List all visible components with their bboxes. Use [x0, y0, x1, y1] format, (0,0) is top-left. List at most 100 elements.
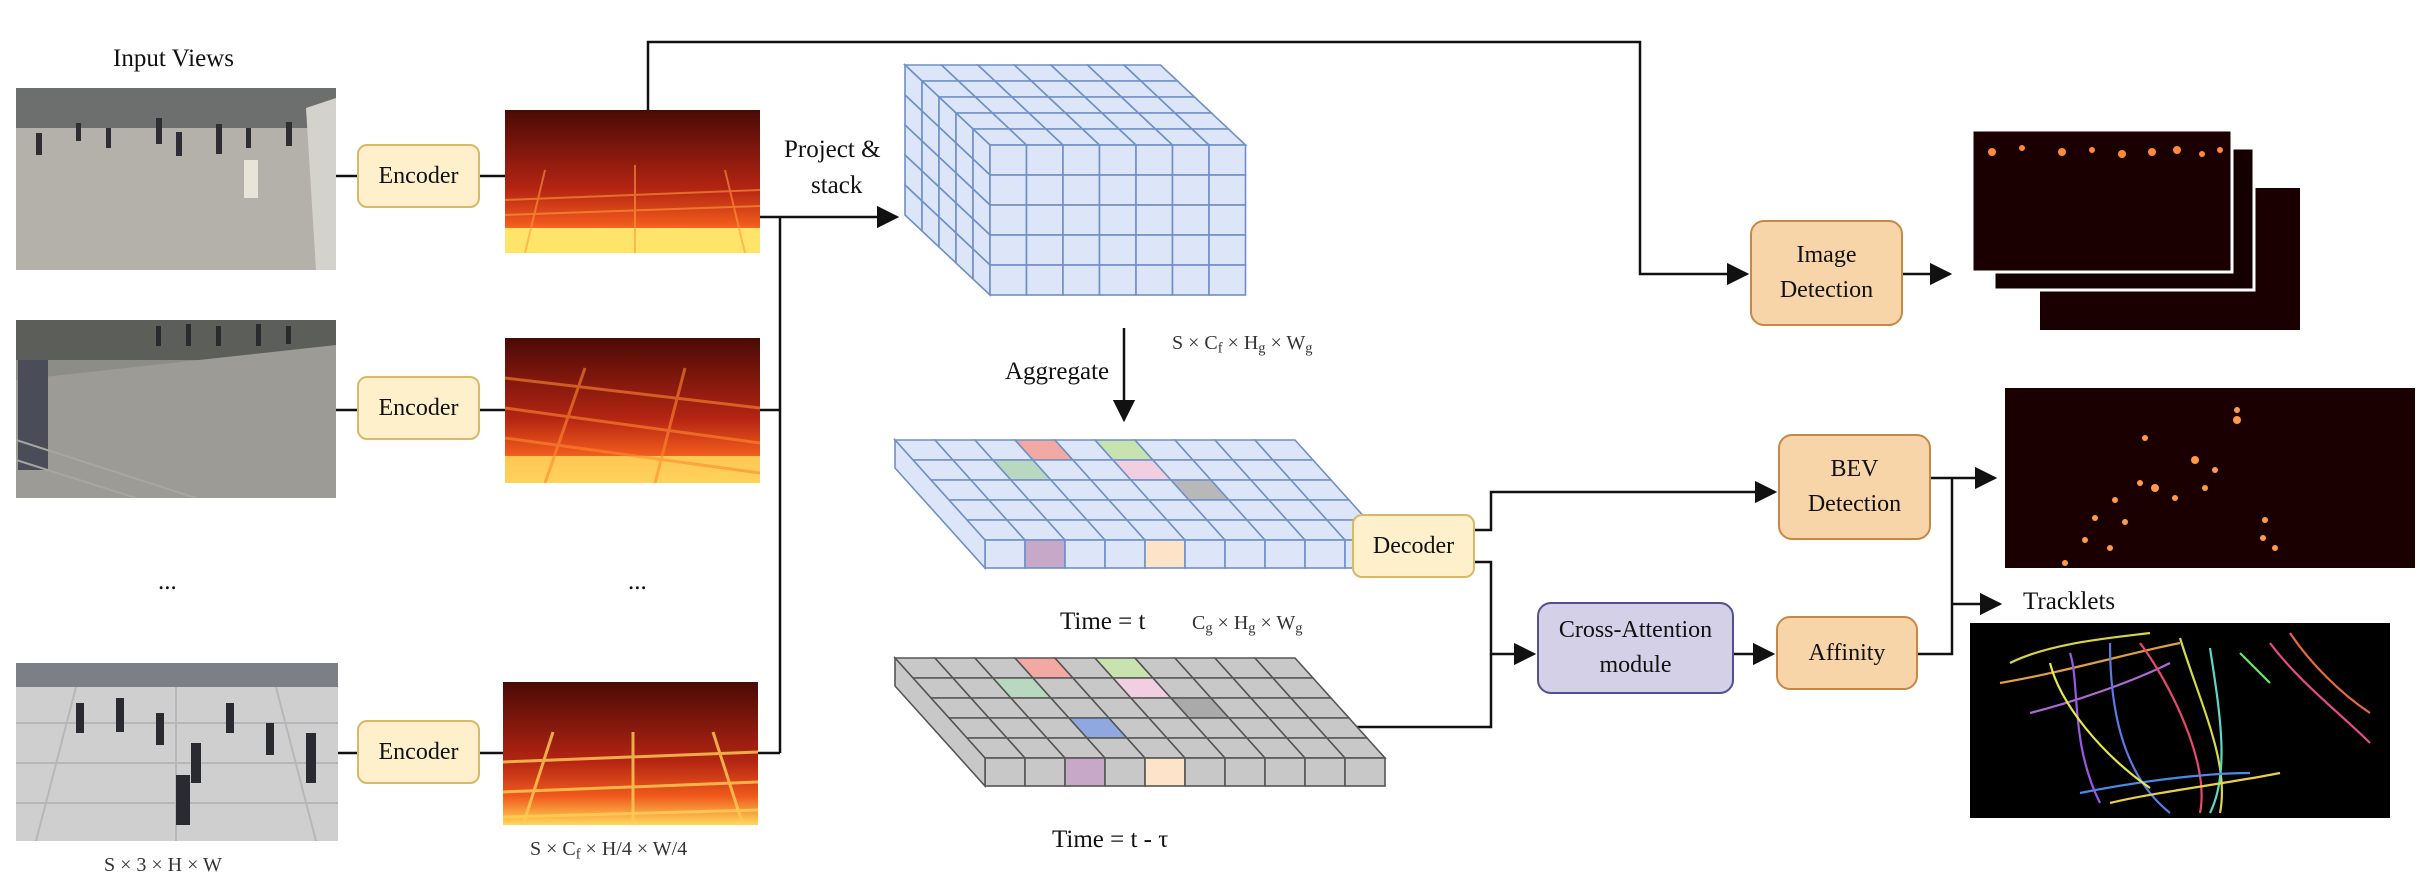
- image-detection-line-1: Image: [1796, 242, 1857, 269]
- grid-stack-dim-label: S × Cf × Hg × Wg: [1172, 332, 1313, 357]
- grid-stack-front-cell: [1098, 204, 1137, 236]
- grid-stack-front-cell: [989, 144, 1028, 176]
- bev-detection-heatmap: [2005, 388, 2415, 568]
- grid-stack-front-cell: [1025, 174, 1064, 206]
- grid-stack-front-cell: [1098, 264, 1137, 296]
- encoder-label-2: Encoder: [378, 394, 459, 421]
- image-detection-heatmaps: [1972, 130, 2300, 330]
- grid-stack-front-cell: [1135, 234, 1174, 266]
- feature-map-3: [503, 682, 758, 825]
- grid-stack-front-cell: [1098, 144, 1137, 176]
- affinity-label: Affinity: [1808, 639, 1886, 666]
- grid-stack-front-cell: [1098, 174, 1137, 206]
- bev-tau-front-cell: [1264, 757, 1306, 787]
- grid-stack-front-cell: [1062, 204, 1101, 236]
- bev-tau-front-cell: [1184, 757, 1226, 787]
- cross-attention-line-2: module: [1599, 652, 1672, 678]
- grid-stack-front-cell: [1208, 144, 1247, 176]
- feature-map-1: [505, 110, 760, 253]
- input-view-photo-2: [16, 320, 336, 498]
- grid-stack-front-cell: [1135, 144, 1174, 176]
- features-dim-label: S × Cf × H/4 × W/4: [530, 838, 688, 863]
- bev-grid-time-t-tau: [893, 655, 1387, 789]
- affinity-box: Affinity: [1776, 616, 1918, 690]
- bev-tau-front-cell: [984, 757, 1026, 787]
- bev-tau-front-cell: [1104, 757, 1146, 787]
- project-stack-label-2: stack: [811, 172, 863, 199]
- input-view-photo-3: [16, 663, 338, 841]
- image-detection-line-2: Detection: [1779, 277, 1874, 303]
- grid-stack-front-cell: [1062, 144, 1101, 176]
- grid-stack-front-cell: [1135, 204, 1174, 236]
- grid-stack-front-cell: [989, 264, 1028, 296]
- grid-stack-front-cell: [1098, 234, 1137, 266]
- bev-t-side: [894, 437, 986, 571]
- decoder-box: Decoder: [1352, 514, 1475, 578]
- grid-stack-front-cell: [1062, 174, 1101, 206]
- input-view-photo-1: [16, 88, 336, 270]
- grid-stack-front-cell: [1208, 234, 1247, 266]
- bev-dim-label: Cg × Hg × Wg: [1192, 612, 1303, 637]
- bev-t-front-cell: [1264, 539, 1306, 569]
- bev-t-front-cell: [1304, 539, 1346, 569]
- bev-tau-front-cell: [1224, 757, 1266, 787]
- encoder-box-3: Encoder: [357, 720, 480, 784]
- encoder-label-3: Encoder: [378, 738, 459, 765]
- bev-tau-front-cell: [1144, 757, 1186, 787]
- encoder-box-1: Encoder: [357, 144, 480, 208]
- bev-t-front-cell: [1024, 539, 1066, 569]
- grid-stack-3d: [902, 63, 1248, 297]
- grid-stack-front-cell: [1135, 264, 1174, 296]
- input-views-label: Input Views: [113, 45, 234, 72]
- bev-tau-front-cell: [1344, 757, 1386, 787]
- grid-stack-front-cell: [1171, 204, 1210, 236]
- bev-t-front-cell: [1224, 539, 1266, 569]
- grid-stack-front-cell: [989, 174, 1028, 206]
- grid-stack-front-cell: [1025, 204, 1064, 236]
- decoder-label: Decoder: [1372, 532, 1455, 559]
- encoder-box-2: Encoder: [357, 376, 480, 440]
- grid-stack-front-cell: [989, 234, 1028, 266]
- grid-stack-front-cell: [1171, 264, 1210, 296]
- grid-stack-front-cell: [1208, 174, 1247, 206]
- grid-stack-front-cell: [989, 204, 1028, 236]
- bev-detection-line-1: BEV: [1830, 456, 1879, 483]
- cross-attention-box: Cross-Attention module: [1537, 602, 1734, 694]
- bev-t-front-cell: [1064, 539, 1106, 569]
- bev-tau-front-cell: [1024, 757, 1066, 787]
- bev-tau-front-cell: [1064, 757, 1106, 787]
- bev-detection-line-2: Detection: [1807, 491, 1902, 517]
- grid-stack-front-cell: [1025, 264, 1064, 296]
- time-t-tau-label: Time = t - τ: [1052, 826, 1169, 853]
- ellipsis-left: ...: [158, 568, 177, 595]
- bev-detection-box: BEV Detection: [1778, 434, 1931, 540]
- bev-t-front-cell: [984, 539, 1026, 569]
- grid-stack-front-cell: [1208, 204, 1247, 236]
- bev-t-front-cell: [1144, 539, 1186, 569]
- cross-attention-line-1: Cross-Attention: [1558, 617, 1713, 644]
- tracklets-image: [1970, 623, 2390, 818]
- images-dim-label: S × 3 × H × W: [104, 854, 222, 876]
- time-t-label: Time = t: [1060, 608, 1146, 635]
- aggregate-label: Aggregate: [1005, 358, 1110, 385]
- bev-tau-front-cell: [1304, 757, 1346, 787]
- bev-t-front-cell: [1184, 539, 1226, 569]
- grid-stack-front-cell: [1171, 174, 1210, 206]
- grid-stack-front-cell: [1062, 264, 1101, 296]
- bev-tau-side: [894, 655, 986, 789]
- bev-grid-time-t: [893, 437, 1387, 571]
- ellipsis-mid: ...: [628, 568, 647, 595]
- grid-stack-front-cell: [1171, 144, 1210, 176]
- tracklets-label: Tracklets: [2023, 588, 2116, 615]
- grid-stack-front-cell: [1025, 144, 1064, 176]
- grid-stack-front-cell: [1171, 234, 1210, 266]
- grid-stack-front-cell: [1025, 234, 1064, 266]
- encoder-label-1: Encoder: [378, 162, 459, 189]
- bev-t-front-cell: [1104, 539, 1146, 569]
- project-stack-label-1: Project &: [784, 136, 881, 163]
- grid-stack-front-cell: [1062, 234, 1101, 266]
- feature-map-2: [505, 338, 760, 483]
